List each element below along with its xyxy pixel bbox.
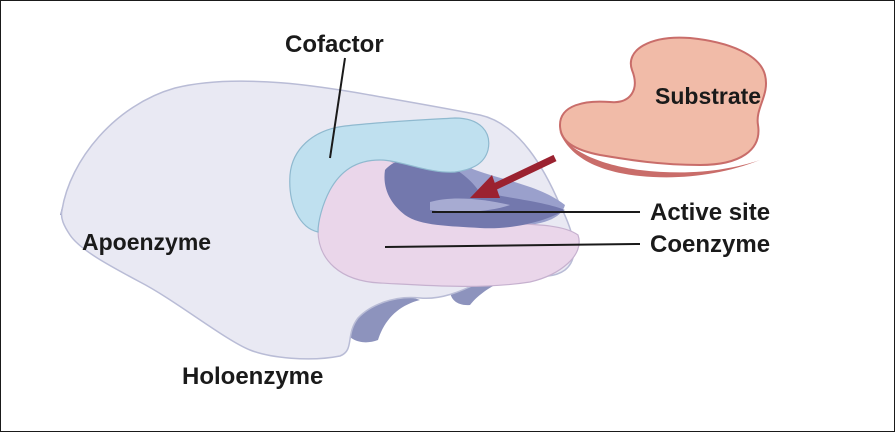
apoenzyme-label: Apoenzyme: [82, 229, 211, 255]
holoenzyme-label: Holoenzyme: [182, 363, 323, 390]
substrate-label: Substrate: [655, 83, 761, 109]
coenzyme-label: Coenzyme: [650, 231, 770, 258]
active-site-label: Active site: [650, 199, 770, 226]
cofactor-label: Cofactor: [285, 31, 384, 58]
